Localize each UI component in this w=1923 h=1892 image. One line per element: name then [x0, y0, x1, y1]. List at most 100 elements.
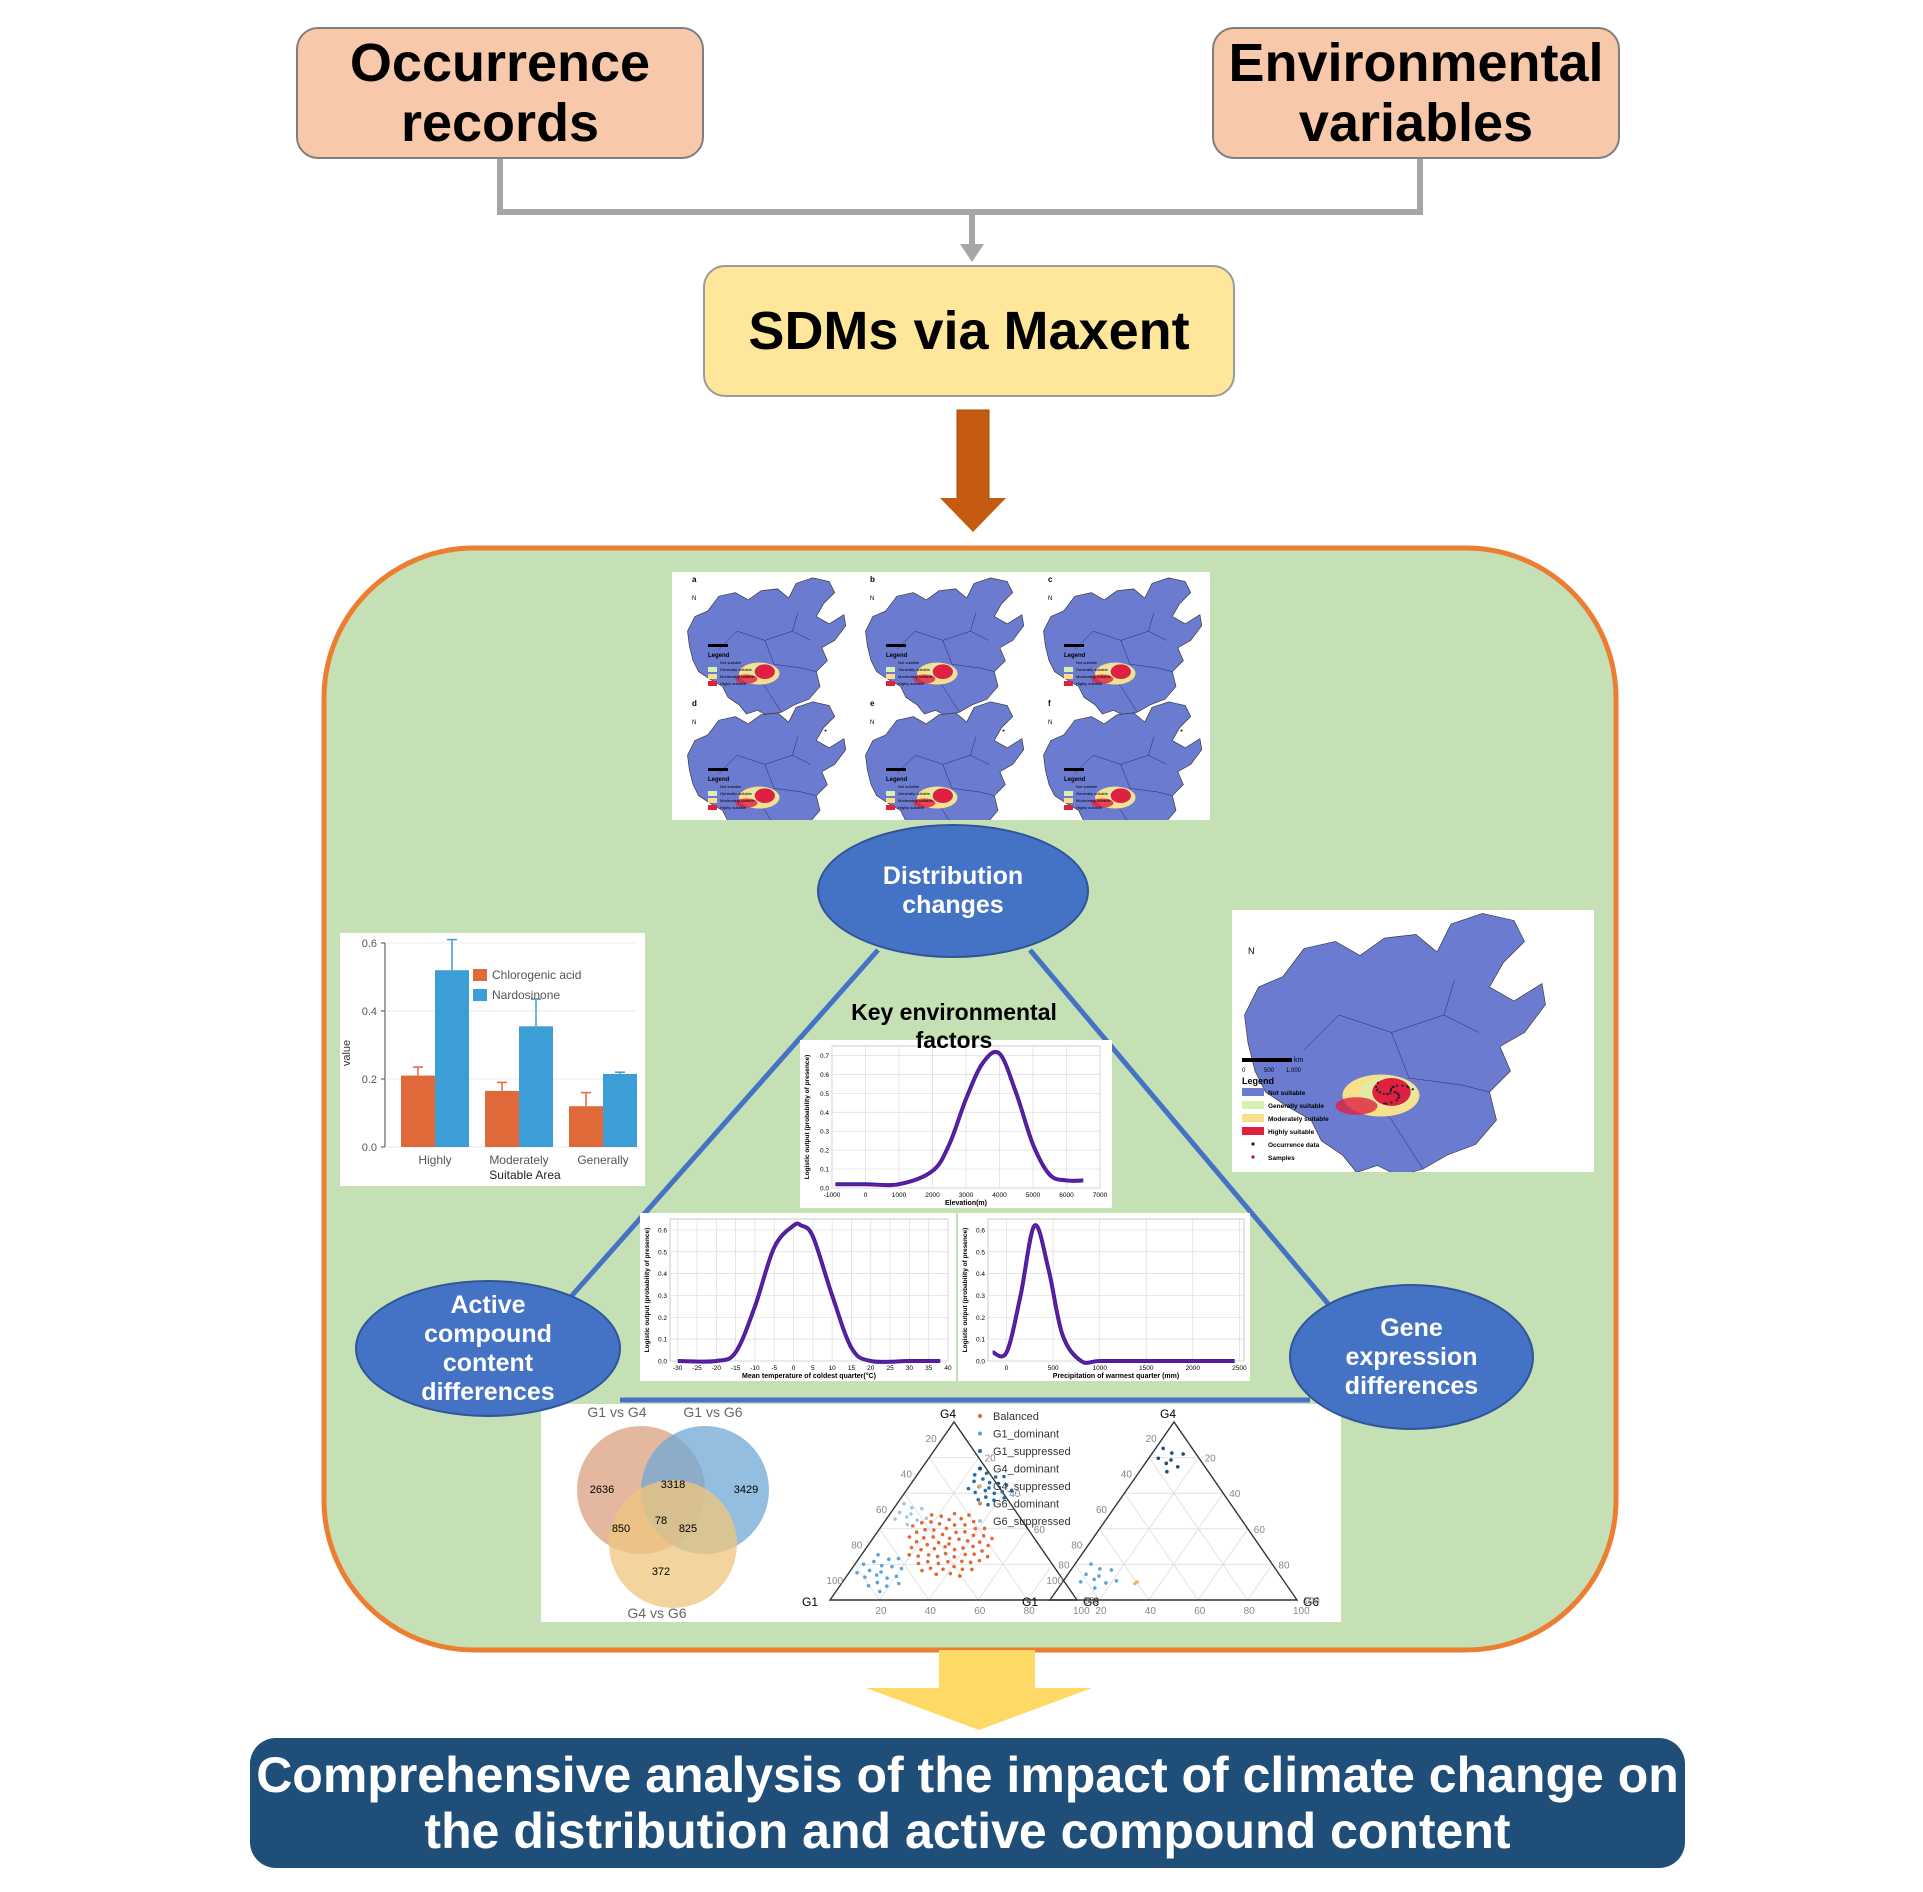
- environmental-variables-label: Environmental variables: [1228, 33, 1604, 153]
- map-scale-bar: [708, 644, 728, 647]
- ternary-tick: 40: [925, 1606, 937, 1617]
- ternary-point: [863, 1575, 867, 1579]
- map-a-map-group: [687, 577, 847, 732]
- ternary-axis-label: G4: [940, 1407, 956, 1421]
- occurrence-records-box: Occurrence records: [296, 27, 704, 159]
- ternary-point: [946, 1559, 950, 1564]
- gene-expression-node: Gene expression differences: [1289, 1284, 1534, 1430]
- y-tick-label: 0.1: [658, 1337, 667, 1344]
- x-tick-label: Moderately: [489, 1153, 548, 1167]
- north-arrow: N: [870, 720, 874, 726]
- ternary-point: [971, 1533, 976, 1538]
- map-legend-label: Moderately suitable: [1076, 798, 1111, 803]
- map-scale-bar: [886, 768, 906, 771]
- map-f-province-borders: [1074, 736, 1173, 837]
- ternary-tick: 20: [985, 1454, 997, 1465]
- ternary-point: [977, 1558, 982, 1563]
- ternary-point: [959, 1516, 963, 1521]
- key-factors-title: Key environmental factors: [851, 999, 1057, 1053]
- x-tick-label: 5000: [1026, 1192, 1041, 1199]
- y-tick-label: 0.0: [976, 1359, 985, 1366]
- venn-count: 850: [612, 1523, 630, 1535]
- north-arrow: N: [692, 596, 696, 602]
- map-legend-label: Highly suitable: [898, 681, 925, 686]
- map-legend-swatch: [886, 667, 895, 672]
- ternary-point: [875, 1580, 880, 1585]
- ternary-point: [1078, 1579, 1083, 1584]
- bar: [519, 1026, 553, 1147]
- x-tick-label: 20: [867, 1365, 875, 1372]
- map-a-highly-area: [754, 664, 775, 680]
- map-legend-swatch: [886, 674, 895, 679]
- occurrence-point: [1401, 1084, 1404, 1087]
- occurrence-point: [1393, 1091, 1396, 1094]
- legend-label: G1_suppressed: [993, 1446, 1071, 1458]
- ternary-point: [957, 1574, 962, 1578]
- x-tick-label: 7000: [1093, 1192, 1108, 1199]
- map-legend-label: Highly suitable: [1076, 681, 1103, 686]
- ternary-point: [932, 1528, 936, 1532]
- triangle-edge-right: [1028, 948, 1332, 1308]
- x-tick-label: 2000: [925, 1192, 940, 1199]
- ternary-tick: 40: [1009, 1489, 1021, 1500]
- ternary-tick: 100: [1293, 1606, 1310, 1617]
- ternary-point: [1169, 1458, 1173, 1462]
- distribution-changes-node: Distribution changes: [817, 824, 1089, 958]
- ternary-tick: 80: [851, 1541, 863, 1552]
- y-tick-label: 0.4: [658, 1271, 667, 1278]
- legend-marker: [978, 1414, 982, 1418]
- current-map-highly-area: [1372, 1078, 1411, 1106]
- map-legend-swatch: [1064, 681, 1073, 686]
- ternary-point: [907, 1535, 912, 1539]
- map-scale-tick: 0: [1242, 1068, 1246, 1074]
- ternary-grid: [928, 1457, 1029, 1601]
- occurrence-point: [1376, 1088, 1379, 1091]
- occurrence-point: [1383, 1102, 1386, 1105]
- ternary-point: [1009, 1488, 1014, 1493]
- x-tick-label: 500: [1048, 1365, 1059, 1372]
- ternary-point: [1165, 1469, 1169, 1474]
- ternary-point: [982, 1526, 987, 1531]
- ternary-point: [866, 1583, 871, 1588]
- ternary-point: [947, 1517, 951, 1522]
- ternary-point: [993, 1475, 998, 1479]
- ternary-point: [1089, 1562, 1093, 1566]
- ternary-point: [1114, 1579, 1119, 1583]
- map-b-highly-area-west: [913, 674, 936, 684]
- map-b-province-borders: [896, 612, 995, 713]
- ternary-point: [985, 1554, 990, 1559]
- map-c-island: [1180, 729, 1183, 732]
- ternary-point: [943, 1544, 947, 1549]
- occurrence-point: [1375, 1085, 1378, 1088]
- ternary-point: [914, 1539, 919, 1544]
- y-tick-label: 0.2: [658, 1315, 667, 1322]
- response-curve-mean: [835, 1051, 1084, 1186]
- legend-swatch: [473, 989, 487, 1001]
- x-tick-label: 1000: [892, 1192, 907, 1199]
- bar: [401, 1075, 435, 1147]
- legend-label: G4_dominant: [993, 1464, 1059, 1476]
- ternary-point: [973, 1526, 978, 1531]
- ternary-point: [872, 1559, 876, 1564]
- venn-count: 3429: [734, 1484, 758, 1496]
- input-arrowhead: [960, 244, 984, 262]
- map-legend-swatch: [886, 791, 895, 796]
- map-legend-swatch: [708, 681, 717, 686]
- x-tick-label: 10: [829, 1365, 837, 1372]
- map-e-province-borders: [896, 736, 995, 837]
- map-scale-bar: [1242, 1058, 1292, 1062]
- map-legend-label: Generally suitable: [1076, 791, 1109, 796]
- ternary-point: [960, 1567, 965, 1572]
- y-tick-label: 0.6: [362, 938, 377, 950]
- ternary-grid: [1148, 1457, 1249, 1601]
- ternary-grid: [1123, 1492, 1199, 1601]
- map-panel-letter: e: [870, 699, 875, 708]
- ternary-point: [914, 1530, 919, 1535]
- x-axis-label: Precipitation of warmest quarter (mm): [1053, 1373, 1179, 1380]
- map-legend-label: Highly suitable: [898, 805, 925, 810]
